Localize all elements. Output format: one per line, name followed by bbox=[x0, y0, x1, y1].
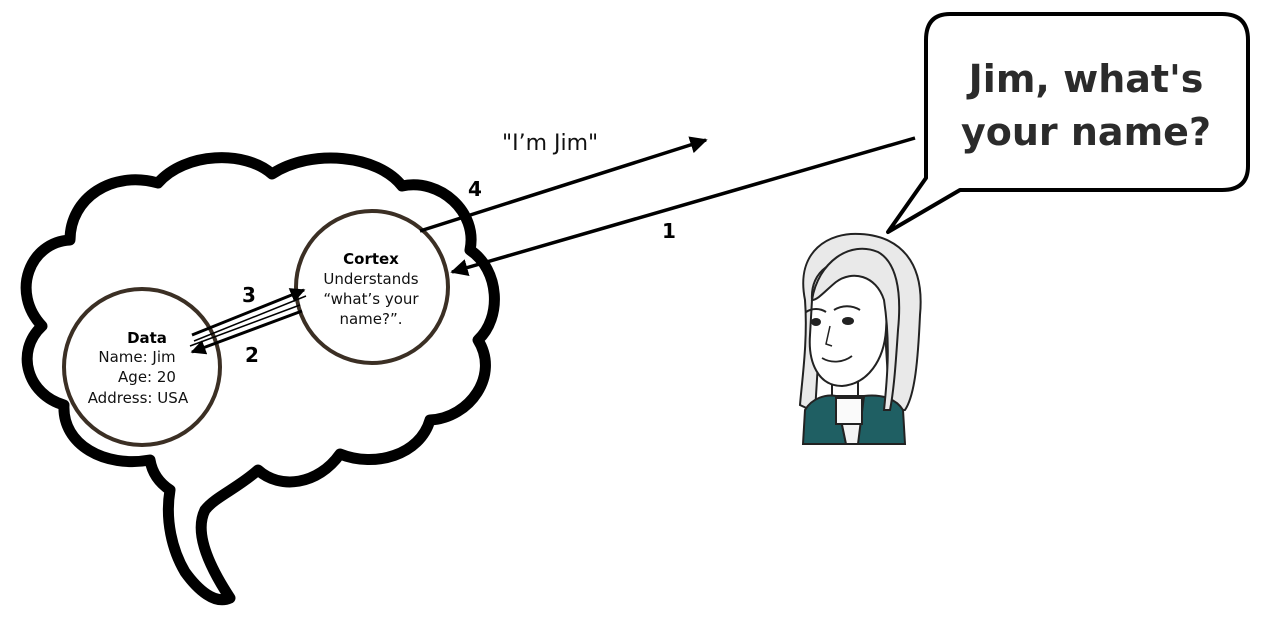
arrow-reply-out bbox=[419, 136, 708, 233]
eye bbox=[842, 317, 854, 325]
step-number: 4 bbox=[468, 177, 482, 201]
arrow-data-to-cortex-shadow bbox=[193, 295, 307, 342]
speech-line: your name? bbox=[961, 110, 1211, 154]
data-node-circle bbox=[62, 287, 222, 447]
person-character bbox=[798, 232, 922, 445]
step-number: 3 bbox=[242, 283, 256, 307]
mouth bbox=[821, 355, 853, 363]
data-node-title: Data bbox=[127, 329, 167, 347]
step-number: 1 bbox=[662, 219, 676, 243]
speech-line: Jim, what's bbox=[966, 57, 1204, 101]
collar bbox=[835, 397, 863, 425]
cortex-node-circle bbox=[294, 209, 450, 365]
reply-text: "I’m Jim" bbox=[502, 131, 598, 156]
step-number: 2 bbox=[245, 343, 259, 367]
eyebrow bbox=[805, 308, 827, 313]
cortex-node-line: name?”. bbox=[339, 310, 402, 328]
data-node-line: Address: USA bbox=[88, 389, 189, 407]
cortex-node-title: Cortex bbox=[343, 250, 399, 268]
eyebrow bbox=[833, 305, 861, 311]
nose bbox=[825, 325, 833, 347]
arrow-cortex-to-data bbox=[190, 309, 303, 355]
data-node-line: Name: Jim bbox=[98, 348, 175, 366]
arrow-question-in bbox=[450, 136, 916, 277]
cortex-node-line: “what’s your bbox=[323, 290, 419, 308]
data-node-line: Age: 20 bbox=[118, 368, 176, 386]
speech-bubble bbox=[886, 12, 1250, 234]
arrow-cortex-to-data-shadow bbox=[189, 304, 301, 347]
arrow-data-to-cortex bbox=[191, 288, 306, 337]
eye bbox=[811, 318, 821, 326]
hair-front bbox=[810, 247, 901, 411]
cortex-node-line: Understands bbox=[323, 270, 418, 288]
